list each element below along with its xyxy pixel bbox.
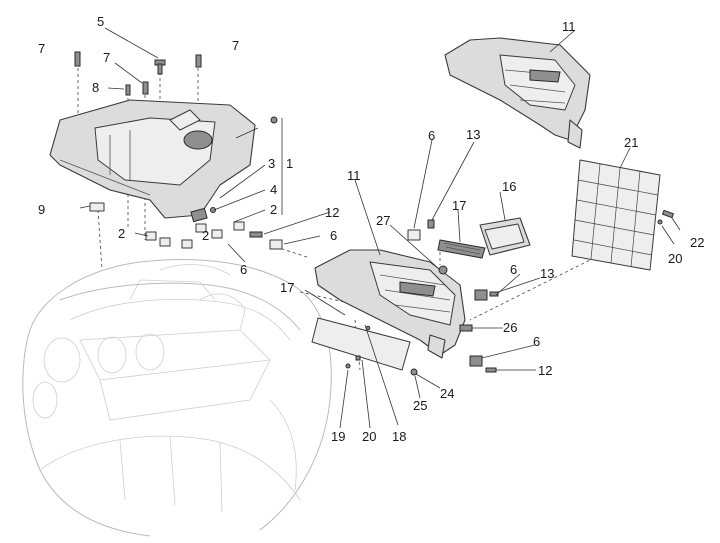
callout-11-center: 11: [347, 168, 361, 183]
callout-9: 9: [38, 202, 45, 217]
top-cover-part: [49, 99, 256, 223]
right-hardware: [249, 231, 499, 376]
callout-4: 4: [270, 182, 277, 197]
callout-26: 26: [503, 320, 517, 335]
callout-2-mid: 2: [202, 228, 209, 243]
upper-tray-part: [444, 37, 591, 149]
callout-27: 27: [376, 213, 390, 228]
leader-lines: [79, 27, 681, 429]
plate-holder-part: [571, 159, 675, 271]
callout-22: 22: [690, 235, 704, 250]
callout-13-mid: 13: [540, 266, 554, 281]
callout-20-lower: 20: [362, 429, 376, 444]
callout-2-left: 2: [118, 226, 125, 241]
callout-19: 19: [331, 429, 345, 444]
plate-light-part: [407, 217, 531, 275]
reflector-part: [311, 317, 411, 371]
callout-13-top: 13: [466, 127, 480, 142]
callout-12-top: 12: [325, 205, 339, 220]
callout-20-right: 20: [668, 251, 682, 266]
callout-16: 16: [502, 179, 516, 194]
callout-6-lower: 6: [533, 334, 540, 349]
callout-15: 17: [452, 198, 466, 213]
callout-6-top: 6: [428, 128, 435, 143]
callout-6-left: 6: [240, 262, 247, 277]
callout-18: 18: [392, 429, 406, 444]
callout-7-mid: 7: [103, 50, 110, 65]
callout-21: 21: [624, 135, 638, 150]
callout-25: 25: [413, 398, 427, 413]
callout-6-center: 6: [330, 228, 337, 243]
scooter-body-outline: [22, 258, 332, 537]
callout-8: 8: [92, 80, 99, 95]
callout-labels: 5 7 7 7 8 3 1 4 2 9 2 2 6 12 6 11 11 6 1…: [38, 14, 704, 444]
callout-17: 17: [280, 280, 294, 295]
callout-11-top: 11: [562, 19, 576, 34]
callout-3: 3: [268, 156, 275, 171]
callout-6-mid: 6: [510, 262, 517, 277]
callout-2-right: 2: [270, 202, 277, 217]
left-hardware: [74, 51, 278, 249]
callout-24: 24: [440, 386, 454, 401]
lower-tray-part: [314, 249, 466, 359]
callout-5: 5: [97, 14, 104, 29]
callout-7-left: 7: [38, 41, 45, 56]
callout-7-right: 7: [232, 38, 239, 53]
callout-1: 1: [286, 156, 293, 171]
callout-12-lower: 12: [538, 363, 552, 378]
